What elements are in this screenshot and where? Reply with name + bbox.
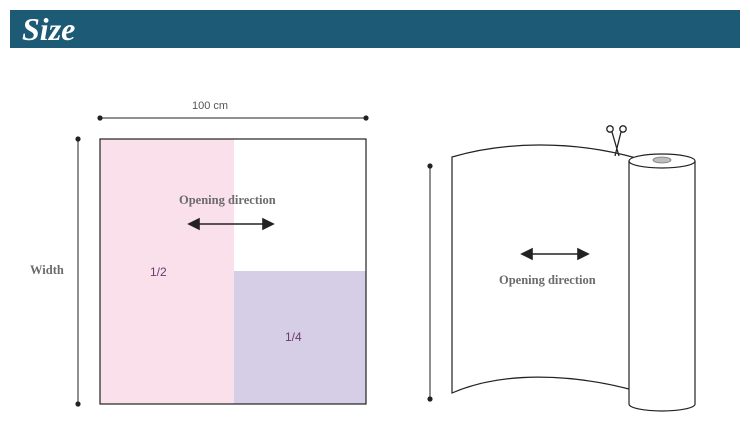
header-title: Size <box>22 11 76 47</box>
roll-body <box>629 161 695 404</box>
quarter-area <box>234 271 366 404</box>
right-diagram <box>427 125 696 412</box>
quarter-label: 1/4 <box>285 330 302 344</box>
left-diagram <box>75 115 369 407</box>
side-dimension-label: Width <box>30 263 64 277</box>
right-direction-label: Opening direction <box>499 273 596 287</box>
left-direction-label: Opening direction <box>179 193 276 207</box>
top-dimension-start-dot <box>97 115 103 121</box>
double-arrow-icon <box>520 247 590 261</box>
side-dimension-start-dot <box>75 136 81 142</box>
top-dimension-end-dot <box>363 115 369 121</box>
cloth-outline <box>99 138 367 405</box>
roll-core <box>652 156 672 164</box>
fabric-sheet <box>451 144 644 394</box>
top-dimension-label: 100 cm <box>192 100 229 112</box>
side-dimension-end-dot <box>75 401 81 407</box>
roll-height-end-dot <box>427 396 433 402</box>
roll-height-start-dot <box>427 163 433 169</box>
half-area <box>100 139 234 404</box>
half-label: 1/2 <box>150 265 167 279</box>
double-arrow-icon <box>187 217 275 231</box>
section-header: Size <box>10 10 740 48</box>
scissors-icon <box>606 125 627 157</box>
